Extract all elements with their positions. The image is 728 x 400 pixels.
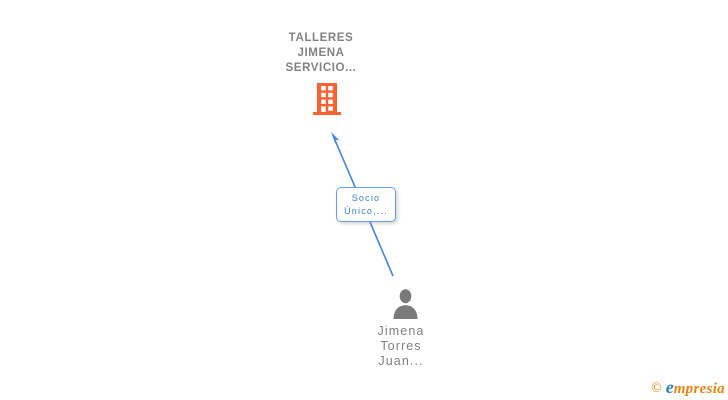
person-name-line: Juan... (378, 354, 424, 368)
edge-label-line: Socio (351, 192, 381, 203)
brand-text: mpresia (673, 381, 725, 397)
company-name-line: JIMENA (297, 47, 345, 59)
copyright-icon: © (651, 381, 662, 396)
company-name-line: SERVICIO... (285, 62, 357, 74)
company-name-line: TALLERES (288, 32, 354, 44)
person-name-line: Torres (380, 339, 422, 353)
person-name-line: Jimena (377, 324, 425, 338)
edge-label-line: Único,... (344, 205, 388, 216)
company-node-label[interactable]: TALLERES JIMENA SERVICIO... (231, 31, 411, 76)
building-icon[interactable] (313, 83, 341, 115)
person-node-label[interactable]: Jimena Torres Juan... (321, 324, 481, 369)
person-icon[interactable] (392, 289, 419, 319)
empresia-logo[interactable]: © empresia (651, 377, 725, 398)
brand-initial: e (665, 377, 674, 397)
edge-label-socio-unico[interactable]: Socio Único,... (336, 187, 396, 222)
